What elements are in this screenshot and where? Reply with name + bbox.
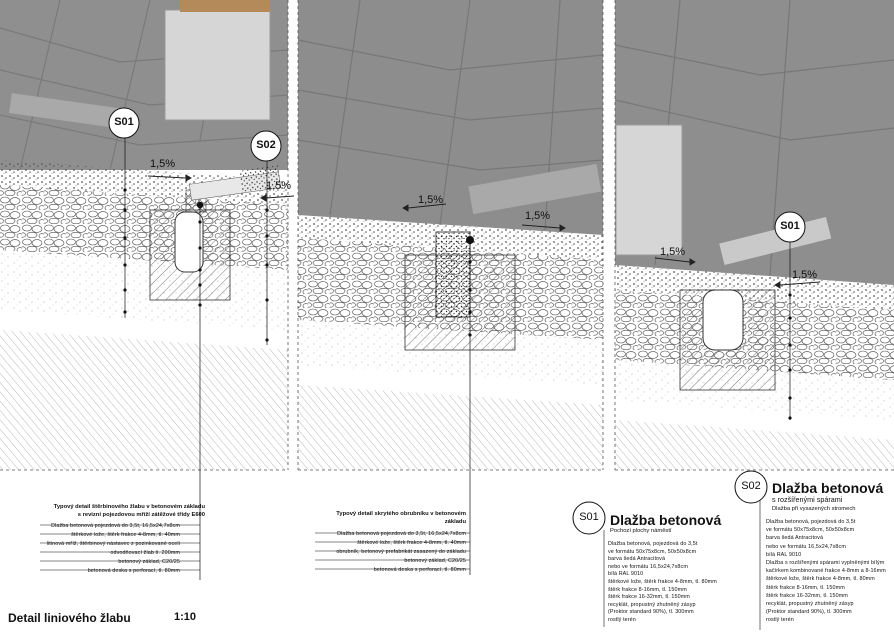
legend-layer-line: bílá RAL 9010: [608, 571, 644, 578]
panel1-layer: Dlažba betonová pojezdová do 3,5t, 16,5x…: [51, 523, 180, 529]
legend-layer-line: ve formátu 50x75x8cm, 50x50x8cm: [766, 527, 855, 534]
legend-layer-line: barva šedá Antracitová: [766, 535, 824, 542]
panel2-layer: štěrkové lože, štěrk frakce 4-8mm, tl. 4…: [357, 540, 466, 546]
section-panel-3: [614, 0, 894, 471]
slope-label: 1,5%: [660, 246, 686, 258]
legend-frame-lines: [40, 500, 761, 630]
marker-s01: S01: [114, 116, 134, 128]
panel1-layer: betonový základ, C20/25: [118, 559, 180, 565]
legend-s02-subtitle2: Dlažba při vysazených stromech: [772, 506, 856, 512]
curb-block: [615, 124, 683, 256]
legend-layer-line: štěrkové lože, štěrk frakce 4-8mm, tl. 8…: [608, 579, 717, 585]
curb-stone: [435, 231, 471, 318]
drainage-channel: [702, 289, 744, 351]
panel1-layer: litinová mříž, štěrbinový nástavec z poz…: [46, 541, 180, 547]
legend-layer-line: (Proktor standard 90%), tl. 300mm: [608, 609, 694, 616]
legend-layer-line: nebo ve formátu 16,5x24,7x8cm: [608, 563, 688, 570]
section-panel-1: [0, 0, 289, 471]
legend-s02-subtitle: s rozšířenými spárami: [772, 495, 843, 504]
slope-label: 1,5%: [418, 194, 444, 206]
marker-s01-circle: [108, 107, 140, 139]
legend-layer-line: štěrk frakce 16-32mm, tl. 150mm: [766, 592, 848, 599]
panel1-layer: odvodňovací žlab š. 200mm: [110, 550, 180, 556]
legend-layer-line: (Proktor standard 90%), tl. 300mm: [766, 609, 852, 616]
slope-label: 1,5%: [150, 158, 176, 170]
legend-layer-line: štěrk frakce 8-16mm, tl. 150mm: [608, 586, 687, 593]
slope-label: 1,5%: [792, 269, 818, 281]
panel2-layer: Dlažba betonová pojezdová do 3,5t, 16,5x…: [337, 531, 466, 537]
panel2-title-line2: základu: [444, 519, 466, 525]
panel2-layer: obrubník, betonový prefabrikát zasazený …: [336, 549, 466, 555]
legend-s01-name: Dlažba betonová: [610, 512, 722, 528]
marker-s02-circle: [250, 130, 282, 162]
panel1-title-line1: Typový detail štěrbinového žlabu v beton…: [53, 504, 205, 510]
legend-layer-line: recyklát, propustný zhutněný zásyp: [608, 601, 696, 608]
legend-layer-line: Dlažba betonová, pojezdová do 3,5t: [766, 519, 856, 525]
panel1-title-line2: s revizní pojezdovou mříží zátěžové tříd…: [77, 512, 205, 518]
legend-layer-line: Dlažba betonová, pojezdová do 3,5t: [608, 541, 698, 547]
legend-layer-line: Dlažba s rozšířenými spárami vyplněnými …: [766, 560, 885, 566]
marker-s02: S02: [256, 139, 276, 151]
panel2-title-line1: Typový detail skrytého obrubníku v beton…: [336, 511, 466, 517]
legend-layer-line: štěrk frakce 16-32mm, tl. 150mm: [608, 594, 690, 601]
legend-layer-line: rostlý terén: [766, 617, 794, 624]
curb-block: [164, 9, 271, 121]
paving-surface: [615, 0, 894, 285]
legend-s01-circle: [572, 501, 606, 535]
slope-label: 1,5%: [525, 210, 551, 222]
page-title: Detail liniového žlabu: [8, 611, 131, 625]
leader-dots: [123, 188, 792, 420]
panel1-layer: štěrkové lože, štěrk frakce 4-8mm, tl. 4…: [71, 532, 180, 538]
legend-s02-circle: [734, 470, 768, 504]
legend-layer-line: rostlý terén: [608, 617, 636, 623]
legend-layer-line: štěrkové lože, štěrk frakce 4-8mm, tl. 8…: [766, 576, 875, 583]
panel1-layer: betonová deska s perforací, tl. 80mm: [87, 568, 180, 574]
legend-layer-line: recyklát, propustný zhutněný zásyp: [766, 601, 854, 607]
legend-layer-line: kačírkem kombinované frakce 4-8mm a 8-16…: [766, 568, 886, 575]
drawing-scale: 1:10: [174, 611, 197, 623]
slope-arrows: [147, 174, 821, 289]
legend-layer-line: bílá RAL 9010: [766, 551, 802, 558]
legend-layer-line: nebo ve formátu 16,5x24,7x8cm: [766, 543, 846, 550]
panel2-layer: betonová deska s perforací, tl. 80mm: [373, 567, 466, 573]
legend-s01-subtitle: Pochozí plochy náměstí: [610, 528, 672, 534]
panel2-layer: betonový základ, C20/25: [404, 558, 466, 564]
section-panel-2: [297, 0, 604, 471]
leader-lines: [124, 138, 791, 580]
marker-s01: S01: [780, 220, 800, 232]
marker-s01b-circle: [774, 211, 806, 243]
legend-layer-line: ve formátu 50x75x8cm, 50x50x8cm: [608, 548, 697, 555]
legend-s02-name: Dlažba betonová: [772, 480, 884, 496]
legend-layer-line: štěrk frakce 8-16mm, tl. 150mm: [766, 584, 845, 591]
legend-s01-code: S01: [579, 511, 599, 523]
legend-s02-code: S02: [741, 480, 761, 492]
slope-label: 1,5%: [266, 180, 292, 192]
legend-layer-line: barva šedá Antracitová: [608, 556, 666, 563]
